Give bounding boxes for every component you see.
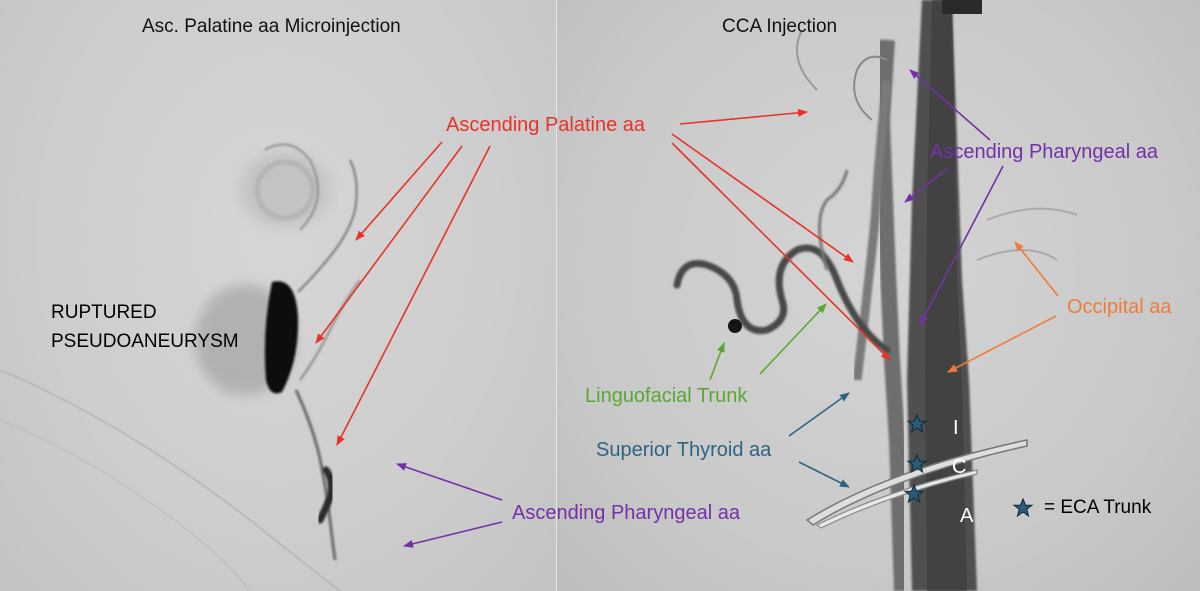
arrow-linguofacial-1 — [709, 342, 725, 381]
right-angiogram-image — [673, 0, 1078, 591]
label-ascending-pharyngeal-right: Ascending Pharyngeal aa — [930, 141, 1158, 163]
label-pseudoaneurysm: PSEUDOANEURYSM — [51, 331, 239, 352]
arrow-asc-pharyngeal-4 — [396, 463, 503, 501]
right-angiogram-panel — [557, 0, 1200, 591]
arrow-asc-palatine-1 — [355, 141, 443, 241]
star-icon — [906, 413, 928, 434]
star-icon — [906, 453, 928, 474]
arrow-asc-pharyngeal-5 — [403, 521, 503, 548]
label-linguofacial-trunk: Linguofacial Trunk — [585, 385, 748, 407]
red-arrows — [315, 108, 891, 446]
ica-letter-c: C — [952, 456, 967, 478]
orange-arrows — [947, 241, 1059, 373]
arrow-occipital-1 — [1014, 241, 1059, 297]
arrow-asc-palatine-5 — [671, 133, 854, 263]
arrow-asc-palatine-6 — [671, 142, 891, 361]
arrow-superior-thyroid-1 — [788, 392, 850, 437]
label-superior-thyroid: Superior Thyroid aa — [596, 439, 772, 461]
label-occipital: Occipital aa — [1067, 296, 1172, 318]
eca-trunk-stars — [903, 413, 1034, 518]
legend-star-icon — [1012, 497, 1034, 518]
left-angiogram-image — [0, 143, 361, 591]
left-angiogram-panel — [0, 0, 556, 591]
label-ruptured: RUPTURED — [51, 302, 157, 323]
arrow-asc-pharyngeal-2 — [904, 167, 949, 203]
panel-divider — [556, 0, 557, 591]
arrow-asc-palatine-4 — [679, 108, 808, 125]
arrow-occipital-2 — [947, 315, 1057, 373]
ica-letter-i: I — [953, 417, 959, 439]
arrow-asc-pharyngeal-1 — [909, 69, 991, 141]
arrow-asc-palatine-3 — [336, 145, 491, 446]
green-arrows — [709, 303, 827, 381]
arrow-asc-palatine-2 — [315, 145, 463, 344]
right-panel-title: CCA Injection — [722, 16, 838, 37]
arrow-superior-thyroid-2 — [798, 461, 850, 488]
blue-arrows — [788, 392, 850, 488]
arrow-asc-pharyngeal-3 — [919, 165, 1004, 326]
label-ascending-pharyngeal-left: Ascending Pharyngeal aa — [512, 502, 740, 524]
label-ascending-palatine: Ascending Palatine aa — [446, 114, 646, 136]
purple-arrows — [396, 69, 1004, 548]
star-icon — [903, 483, 925, 504]
arrow-linguofacial-2 — [759, 303, 827, 375]
ica-letter-a: A — [960, 505, 974, 527]
left-panel-title: Asc. Palatine aa Microinjection — [142, 16, 401, 37]
legend-eca-trunk: = ECA Trunk — [1044, 497, 1152, 518]
